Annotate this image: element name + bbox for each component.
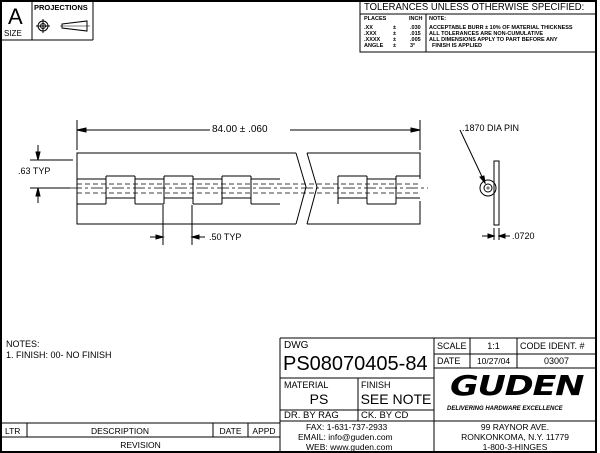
height-dimension: .63 TYP xyxy=(18,166,51,176)
code-ident-label: CODE IDENT. # xyxy=(520,341,585,351)
sheet-size-label: SIZE xyxy=(4,29,22,38)
date-label: DATE xyxy=(437,356,461,366)
website[interactable]: WEB: www.guden.com xyxy=(306,442,393,452)
tolerance-note: ACCEPTABLE BURR ± 10% OF MATERIAL THICKN… xyxy=(429,25,573,31)
tolerance-pm: ± xyxy=(393,31,397,37)
projections-label: PROJECTIONS xyxy=(34,3,88,12)
notes-title: NOTES: xyxy=(6,339,40,349)
projection-symbol-icon xyxy=(36,19,90,33)
thickness-dimension: .0720 xyxy=(512,231,535,241)
places-header: PLACES xyxy=(364,16,387,22)
pin-dimension: .1870 DIA PIN xyxy=(462,123,520,133)
material-label: MATERIAL xyxy=(284,380,329,390)
dwg-number: PS08070405-84 xyxy=(283,353,428,375)
hinge-front-view xyxy=(70,152,428,225)
tolerance-inch: .005 xyxy=(410,37,421,43)
email-address[interactable]: EMAIL: info@guden.com xyxy=(298,432,393,442)
tolerances-title: TOLERANCES UNLESS OTHERWISE SPECIFIED: xyxy=(364,2,585,13)
tolerance-pm: ± xyxy=(393,37,397,43)
address-line-2: RONKONKOMA, N.Y. 11779 xyxy=(461,432,569,442)
tolerance-places: ANGLE xyxy=(364,43,384,49)
date-value: 10/27/04 xyxy=(476,356,511,366)
tolerance-inch: 3° xyxy=(410,43,416,49)
tolerance-places: .XXX xyxy=(364,31,377,37)
tolerance-inch: .030 xyxy=(410,25,421,31)
company-logo: GUDEN xyxy=(450,369,584,402)
tolerance-inch: .015 xyxy=(410,31,421,37)
dwg-label: DWG xyxy=(284,340,309,351)
checked-by: CK. BY CD xyxy=(361,410,409,421)
knuckle-dimension: .50 TYP xyxy=(209,232,242,242)
hinge-knuckle xyxy=(163,175,193,204)
tolerance-note: ALL TOLERANCES ARE NON-CUMULATIVE xyxy=(429,31,544,37)
hinge-knuckle xyxy=(192,176,222,205)
inch-header: INCH xyxy=(409,16,423,22)
material-value: PS xyxy=(309,391,329,407)
sheet-size-letter: A xyxy=(8,4,23,29)
length-dimension: 84.00 ± .060 xyxy=(212,124,268,135)
tolerance-note: FINISH IS APPLIED xyxy=(429,43,482,49)
finish-label: FINISH xyxy=(361,380,391,390)
hinge-knuckle xyxy=(366,176,396,205)
code-ident-value: 03007 xyxy=(543,356,570,366)
tolerance-places: .XXXX xyxy=(364,37,381,43)
hinge-knuckle xyxy=(395,175,420,204)
tolerance-note: ALL DIMENSIONS APPLY TO PART BEFORE ANY xyxy=(429,37,558,43)
tolerance-pm: ± xyxy=(393,43,397,49)
revision-description-header: DESCRIPTION xyxy=(90,426,150,436)
hinge-knuckle xyxy=(134,176,164,205)
hinge-knuckle xyxy=(221,175,251,204)
tolerance-pm: ± xyxy=(393,25,397,31)
finish-value: SEE NOTE xyxy=(360,391,432,407)
revision-label: REVISION xyxy=(120,440,161,450)
scale-label: SCALE xyxy=(437,341,467,351)
tolerance-places: .XX xyxy=(364,25,373,31)
phone-number: 1-800-3-HINGES xyxy=(482,442,548,452)
note-header: NOTE: xyxy=(429,16,447,22)
note-item: 1. FINISH: 00- NO FINISH xyxy=(6,350,112,360)
revision-ltr-header: LTR xyxy=(5,426,21,436)
hinge-knuckle xyxy=(105,175,135,204)
hinge-side-view xyxy=(459,129,510,240)
drawn-by: DR. BY RAG xyxy=(284,410,339,421)
scale-value: 1:1 xyxy=(487,341,500,351)
address-line-1: 99 RAYNOR AVE. xyxy=(480,422,550,432)
company-tagline: DELIVERING HARDWARE EXCELLENCE xyxy=(447,406,563,412)
hinge-knuckle xyxy=(76,176,106,205)
fax-number: FAX: 1-631-737-2933 xyxy=(306,422,388,432)
revision-appd-header: APPD xyxy=(252,426,276,436)
revision-date-header: DATE xyxy=(219,426,242,436)
hinge-knuckle xyxy=(337,175,367,204)
hinge-knuckle xyxy=(250,176,280,205)
